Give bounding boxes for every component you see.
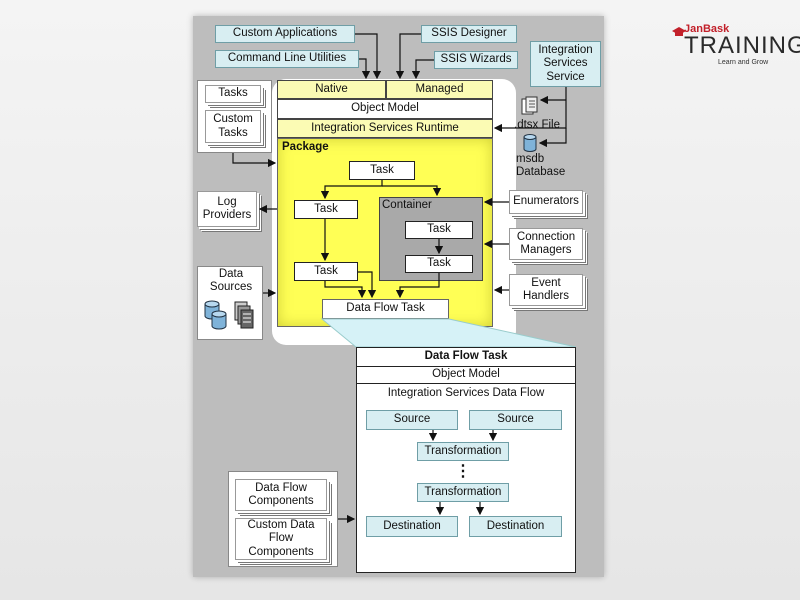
tasks-box: Tasks <box>205 85 261 103</box>
transformation-1: Transformation <box>417 442 509 461</box>
native-box: Native <box>277 80 386 99</box>
custom-data-flow-components-box: Custom Data Flow Components <box>235 518 327 560</box>
task-left-2: Task <box>294 262 358 281</box>
graduation-cap-icon <box>672 27 686 36</box>
source-1: Source <box>366 410 458 430</box>
task-left-1: Task <box>294 200 358 219</box>
data-sources-label: Data Sources <box>209 268 253 294</box>
log-providers-box: Log Providers <box>197 191 257 227</box>
container-label: Container <box>382 199 432 211</box>
more-transformations: ⋮ <box>455 462 471 480</box>
data-flow-task-box: Data Flow Task <box>322 299 449 319</box>
destination-1: Destination <box>366 516 458 537</box>
logo-brand: JanBask <box>684 23 730 35</box>
source-2: Source <box>469 410 562 430</box>
managed-box: Managed <box>386 80 493 99</box>
package-title: Package <box>282 141 329 153</box>
enumerators-box: Enumerators <box>509 190 583 214</box>
ssis-wizards-box: SSIS Wizards <box>434 51 518 69</box>
data-flow-engine-label: Integration Services Data Flow <box>387 387 545 400</box>
task-top: Task <box>349 161 415 180</box>
data-source-icons <box>204 300 254 330</box>
custom-applications-box: Custom Applications <box>215 25 355 43</box>
database-icon <box>523 134 537 152</box>
container-task-2: Task <box>405 255 473 273</box>
transformation-2: Transformation <box>417 483 509 502</box>
event-handlers-box: Event Handlers <box>509 274 583 306</box>
ssis-designer-box: SSIS Designer <box>421 25 517 43</box>
object-model-box: Object Model <box>277 99 493 119</box>
logo-name: TRAINING <box>684 32 800 59</box>
custom-tasks-box: Custom Tasks <box>205 110 261 143</box>
data-flow-components-box: Data Flow Components <box>235 479 327 511</box>
destination-2: Destination <box>469 516 562 537</box>
logo-tagline: Learn and Grow <box>718 59 769 66</box>
integration-services-runtime-box: Integration Services Runtime <box>277 119 493 138</box>
msdb-database-label: msdb Database <box>516 153 566 178</box>
data-flow-task-title: Data Flow Task <box>357 348 575 367</box>
integration-services-service-box: Integration Services Service <box>530 41 601 87</box>
data-flow-object-model: Object Model <box>357 367 575 384</box>
connection-managers-box: Connection Managers <box>509 228 583 260</box>
container-task-1: Task <box>405 221 473 239</box>
